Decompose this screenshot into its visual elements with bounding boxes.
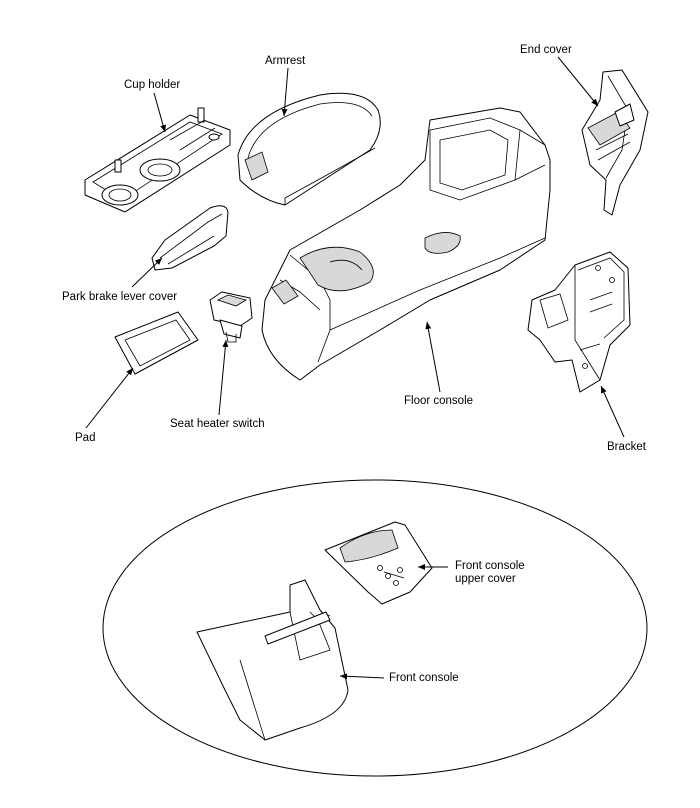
- floor-console-part: [261, 107, 551, 381]
- park-brake-lever-cover-part: [151, 205, 229, 271]
- label-floor-console: Floor console: [404, 395, 474, 407]
- label-bracket: Bracket: [607, 441, 646, 453]
- inset-ellipse: [102, 479, 648, 777]
- front-console-part: [196, 579, 349, 741]
- label-seat-heater-switch: Seat heater switch: [170, 418, 265, 430]
- leader-park-brake-lever-cover: [131, 257, 163, 288]
- cup-holder-part: [84, 107, 231, 213]
- seat-heater-switch-part: [209, 291, 253, 343]
- leader-cup-holder: [153, 92, 166, 133]
- leader-floor-console: [425, 321, 441, 393]
- label-front-console-upper-cover-line2: upper cover: [455, 573, 516, 585]
- label-armrest: Armrest: [265, 55, 306, 67]
- leader-lines: [85, 56, 625, 680]
- label-front-console: Front console: [389, 672, 459, 684]
- armrest-part: [237, 92, 381, 206]
- label-park-brake-lever-cover: Park brake lever cover: [62, 291, 178, 303]
- end-cover-part: [581, 69, 649, 216]
- pad-part: [114, 311, 199, 375]
- label-cup-holder: Cup holder: [124, 79, 181, 91]
- leader-front-console: [339, 673, 385, 680]
- leader-armrest: [281, 67, 289, 117]
- label-end-cover: End cover: [520, 44, 572, 56]
- label-pad: Pad: [75, 432, 96, 444]
- label-front-console-upper-cover: Front console upper cover: [455, 560, 525, 586]
- label-front-console-upper-cover-line1: Front console: [455, 560, 525, 572]
- leader-seat-heater-switch: [218, 339, 229, 416]
- leader-end-cover: [557, 56, 599, 107]
- bracket-part: [527, 251, 631, 393]
- leader-pad: [85, 367, 134, 429]
- leader-bracket: [600, 385, 625, 438]
- front-console-upper-cover-part: [324, 521, 433, 605]
